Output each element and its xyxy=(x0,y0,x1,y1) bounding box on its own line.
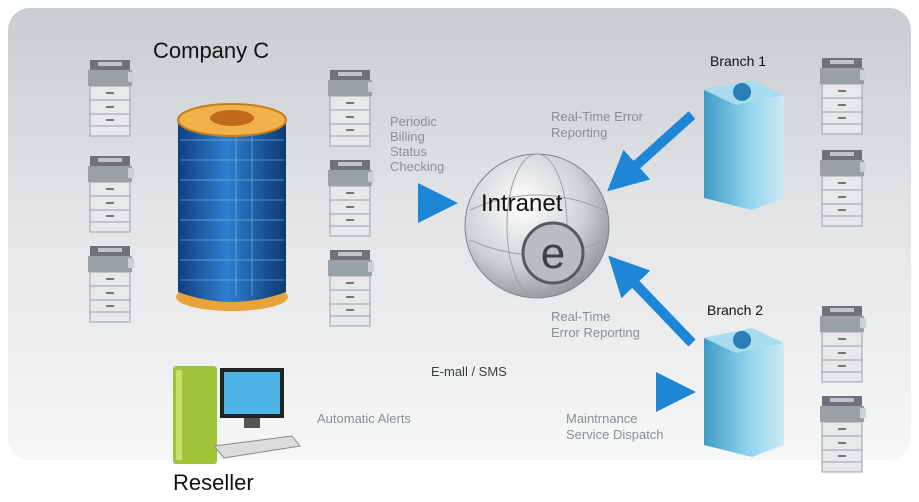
reseller-computer-icon xyxy=(173,366,301,464)
printer-icon xyxy=(88,246,134,324)
branch2-label: Branch 2 xyxy=(707,302,764,318)
printer-icon xyxy=(328,70,374,148)
branch-building-icon xyxy=(704,80,784,210)
printer-icon xyxy=(328,160,374,238)
printer-icon xyxy=(820,306,866,384)
periodic-billing-note: Periodic Billing Status Checking xyxy=(390,114,445,174)
printer-icon xyxy=(820,150,866,228)
company-label: Company C xyxy=(153,38,270,63)
email-sms-label: E-mall / SMS xyxy=(431,364,507,379)
printer-icon xyxy=(820,58,866,136)
intranet-label: Intranet xyxy=(481,190,563,217)
printer-icon xyxy=(328,250,374,328)
branch1-arrow xyxy=(607,111,696,192)
branch2-arrow xyxy=(608,255,696,347)
branch1-label: Branch 1 xyxy=(710,53,767,69)
realtime-error-bottom-note: Real-Time Error Reporting xyxy=(551,309,640,340)
printer-icon xyxy=(88,60,134,138)
reseller-label: Reseller xyxy=(173,470,254,495)
printer-icon xyxy=(820,396,866,474)
svg-text:e: e xyxy=(541,229,565,278)
maintenance-note: Maintrnance Service Dispatch xyxy=(566,411,664,442)
intranet-globe-icon: e xyxy=(464,153,610,299)
printer-icon xyxy=(88,156,134,234)
automatic-alerts-label: Automatic Alerts xyxy=(317,411,411,426)
company-tower-icon xyxy=(176,103,288,311)
branch-building-icon xyxy=(704,328,784,457)
realtime-error-top-note: Real-Time Error Reporting xyxy=(551,109,643,140)
